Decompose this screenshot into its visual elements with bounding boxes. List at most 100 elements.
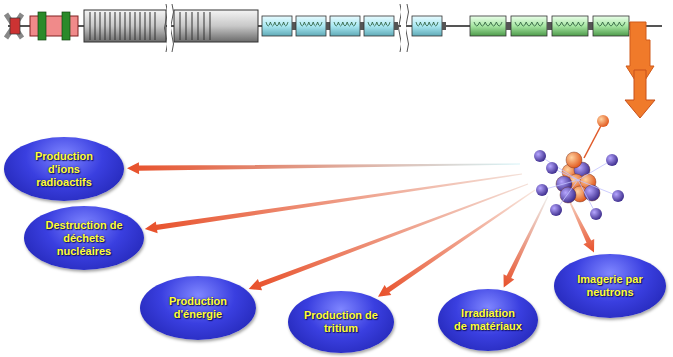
quad-magnet	[547, 22, 552, 30]
cylinder-stripe	[95, 12, 96, 40]
cylinder-stripe	[110, 12, 111, 40]
cavity-module	[593, 16, 629, 36]
cell-wave	[368, 22, 372, 26]
illustration-part	[10, 18, 20, 34]
cylinder-stripe	[210, 12, 211, 40]
quad-magnet	[506, 22, 511, 30]
cell-wave	[526, 22, 532, 26]
cell-wave	[372, 22, 376, 26]
cylinder-stripe	[115, 12, 116, 40]
cylinder-stripe	[145, 12, 146, 40]
cell-wave	[474, 22, 480, 26]
cell-wave	[573, 22, 579, 26]
cell-wave	[377, 22, 381, 26]
cylinder-stripe	[180, 12, 181, 40]
quad-magnet	[292, 22, 296, 30]
quad-magnet	[326, 22, 330, 30]
illustration-part	[165, 4, 174, 52]
illustration-part	[597, 115, 609, 127]
cylinder-stripe	[150, 12, 151, 40]
illustration-part	[6, 14, 22, 38]
cell-wave	[416, 22, 420, 26]
illustration-part	[534, 150, 624, 220]
cell-wave	[429, 22, 433, 26]
cell-wave	[343, 22, 347, 26]
application-ellipse: Imagerie par neutrons	[554, 254, 666, 318]
cell-wave	[608, 22, 614, 26]
nucleon	[584, 185, 600, 201]
cell-wave	[279, 22, 283, 26]
cell-wave	[334, 22, 338, 26]
cell-wave	[521, 22, 527, 26]
neutron	[612, 190, 624, 202]
cavity-module	[552, 16, 588, 36]
nucleon	[566, 152, 582, 168]
application-ellipse: Irradiation de matériaux	[438, 289, 538, 351]
emission-trace	[540, 156, 578, 180]
cell-wave	[619, 22, 625, 26]
cylinder-stripe	[204, 12, 205, 40]
illustration-part	[30, 16, 78, 36]
cell-wave	[603, 22, 609, 26]
application-label: Production de tritium	[304, 309, 378, 335]
emission-arrow	[504, 196, 549, 288]
cell-wave	[300, 22, 304, 26]
cell-wave	[309, 22, 313, 26]
cavity-module	[412, 16, 442, 36]
application-label: Irradiation de matériaux	[454, 307, 522, 333]
cell-wave	[485, 22, 491, 26]
emission-arrow	[568, 198, 595, 253]
cylinder-stripe	[135, 12, 136, 40]
application-label: Imagerie par neutrons	[570, 273, 650, 299]
cylinder-stripe	[130, 12, 131, 40]
cell-wave	[266, 22, 270, 26]
cell-wave	[386, 22, 390, 26]
cell-wave	[420, 22, 424, 26]
cylinder-stripe	[120, 12, 121, 40]
cell-wave	[567, 22, 573, 26]
cell-wave	[537, 22, 543, 26]
cell-wave	[352, 22, 356, 26]
cylinder-stripe	[140, 12, 141, 40]
cell-wave	[434, 22, 438, 26]
cavity-module	[511, 16, 547, 36]
cell-wave	[614, 22, 620, 26]
cavity-module	[364, 16, 394, 36]
cell-wave	[275, 22, 279, 26]
application-ellipse: Production d'énergie	[140, 276, 256, 340]
emission-arrow	[145, 173, 522, 233]
cylinder-stripe	[100, 12, 101, 40]
neutron	[550, 204, 562, 216]
quad-magnet	[360, 22, 364, 30]
cell-wave	[284, 22, 288, 26]
cylinder-stripe	[192, 12, 193, 40]
neutron	[536, 184, 548, 196]
quad-magnet	[442, 22, 446, 30]
neutron	[606, 154, 618, 166]
illustration-part	[399, 4, 409, 52]
cell-wave	[270, 22, 274, 26]
application-ellipse: Destruction de déchets nucléaires	[24, 206, 144, 270]
cell-wave	[515, 22, 521, 26]
cylinder-stripe	[125, 12, 126, 40]
illustration-part	[62, 12, 70, 40]
cell-wave	[532, 22, 538, 26]
quad-magnet	[394, 22, 398, 30]
illustration-part	[470, 16, 634, 36]
illustration-part	[262, 16, 446, 36]
cell-wave	[318, 22, 322, 26]
cavity-module	[470, 16, 506, 36]
cylinder-stripe	[198, 12, 199, 40]
illustration-part	[167, 4, 171, 52]
cell-wave	[491, 22, 497, 26]
illustration-part	[401, 4, 406, 52]
illustration-part	[84, 10, 166, 42]
illustration-part	[90, 12, 210, 40]
cavity-module	[296, 16, 326, 36]
cylinder-stripe	[90, 12, 91, 40]
emission-arrow	[249, 183, 529, 290]
illustration-part	[174, 10, 258, 42]
neutron	[546, 162, 558, 174]
cell-wave	[556, 22, 562, 26]
application-label: Production d'ions radioactifs	[20, 150, 108, 189]
